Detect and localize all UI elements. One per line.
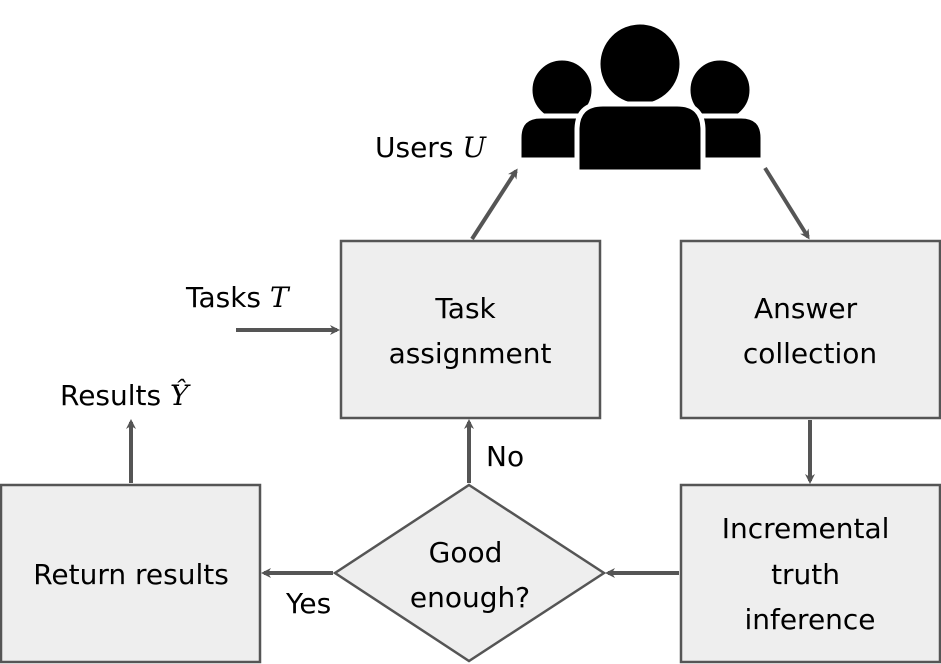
results-label: Results Ŷ — [60, 379, 191, 412]
arrow-assignment-to-users — [470, 168, 518, 241]
task-assignment-label: Task assignment — [389, 292, 552, 370]
good-enough-diamond — [332, 483, 607, 663]
good-enough-label: Good enough? — [410, 536, 530, 614]
yes-label: Yes — [285, 587, 331, 620]
incremental-truth-inference-box — [679, 483, 941, 664]
arrow-users-to-collection — [763, 166, 810, 240]
task-assignment-box — [339, 239, 602, 420]
no-label: No — [486, 440, 524, 473]
incremental-truth-inference-label: Incremental truth inference — [722, 512, 899, 636]
return-results-label: Return results — [33, 558, 229, 591]
return-results-box — [0, 483, 262, 664]
answer-collection-label: Answer collection — [743, 292, 877, 370]
users-label: Users U — [375, 131, 487, 164]
answer-collection-box — [679, 239, 941, 420]
tasks-label: Tasks T — [185, 281, 291, 314]
users-group-icon — [516, 19, 766, 175]
